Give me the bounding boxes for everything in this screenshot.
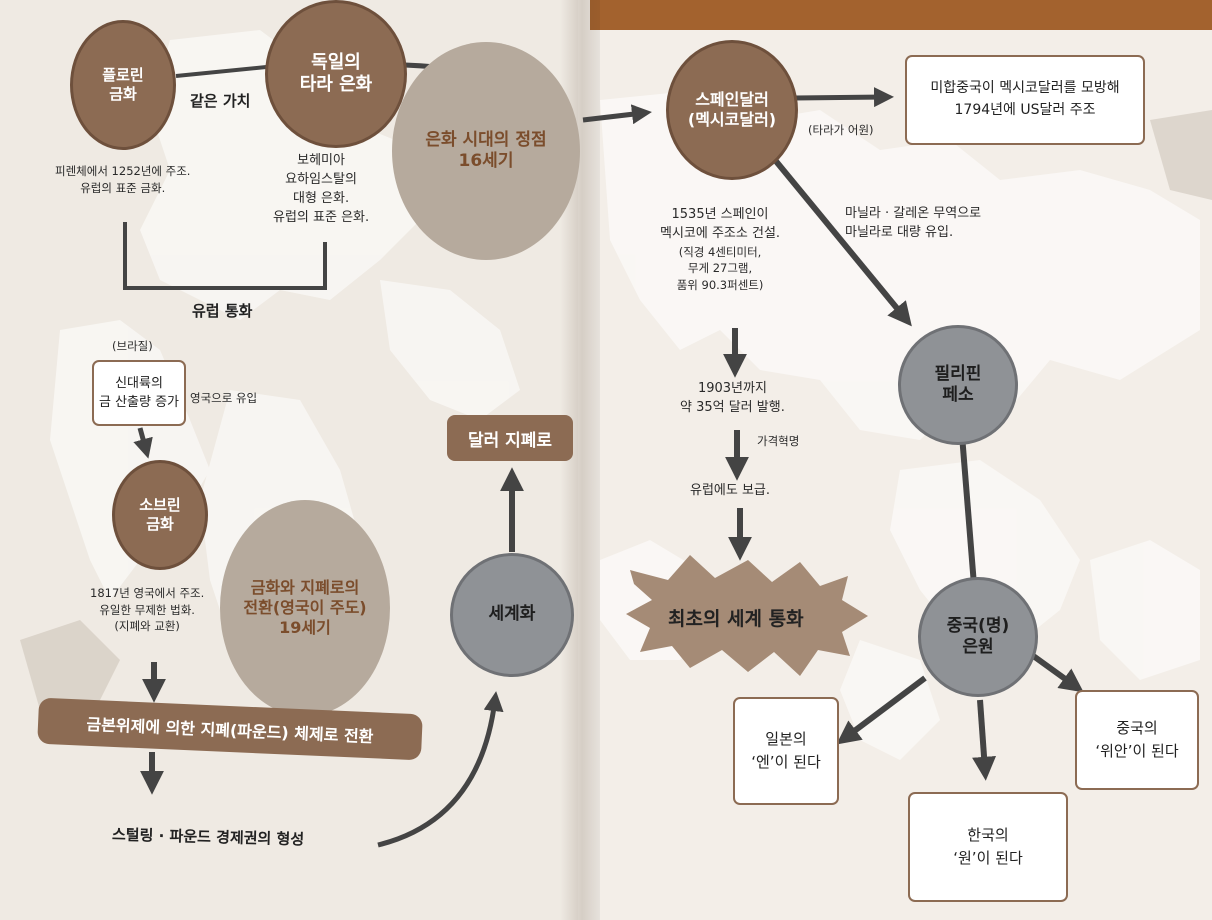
sovereign-line2: 금화 [146,515,174,533]
silver-peak-line2: 16세기 [458,151,514,171]
thaler-line1: 독일의 [311,51,361,73]
first-world-currency-label: 최초의 세계 통화 [668,608,804,630]
thaler-note-line4: 유럽의 표준 은화. [273,209,370,225]
philippines-line1: 필리핀 [934,363,982,384]
mint-note-line4: 무게 27그램, [687,261,753,276]
sovereign-note: 1817년 영국에서 주조. 유일한 무제한 법화. (지폐와 교환) [90,585,204,635]
arrow-to-spanish-dollar [582,104,652,125]
us-box-line1: 미합중국이 멕시코달러를 모방해 [930,80,1120,97]
florin-note: 피렌체에서 1252년에 주조. 유럽의 표준 금화. [55,163,190,196]
florin-line1: 플로린 [102,66,144,85]
manila-note-line1: 마닐라 · 갈레온 무역으로 [845,206,982,221]
connector-same-value [175,64,277,78]
sovereign-note-line2: 유일한 무제한 법화. [99,602,195,617]
china-box-line2: ‘위안’이 된다 [1095,742,1179,760]
to-england-label: 영국으로 유입 [190,391,258,405]
mint-note-line3: (직경 4센티미터, [678,244,762,259]
spanish-dollar-line2: (멕시코달러) [687,110,777,129]
japan-box-line1: 일본의 [765,729,807,748]
gold-paper-line3: 19세기 [279,618,331,637]
background-map-dark [20,110,1212,720]
issued-note-line1: 1903년까지 [697,381,767,396]
gold-paper-line1: 금화와 지폐로의 [250,578,360,597]
arrow-newworld-sovereign [133,427,153,459]
arrow-to-china-yuan [1030,652,1084,693]
bracket-europe [123,222,327,290]
thaler-note-line2: 요하임스탈의 [285,171,357,187]
us-box-line2: 1794년에 US달러 주조 [954,102,1096,118]
sovereign-note-line1: 1817년 영국에서 주조. [90,586,205,600]
korea-box-line1: 한국의 [967,825,1009,844]
gold-paper-line2: 전환(영국이 주도) [243,598,367,617]
gold-standard-banner-text: 금본위제에 의한 지폐(파운드) 체제로 전환 [86,714,374,747]
manila-note-line2: 마닐라로 대량 유입. [845,224,954,240]
china-line1: 중국(명) [946,615,1010,636]
thaler-note: 보헤미아 요하임스탈의 대형 은화. 유럽의 표준 은화. [273,152,369,227]
china-line2: 은원 [962,637,994,657]
thaler-line2: 타라 은화 [299,74,373,95]
arrow-to-us-dollar [794,87,894,108]
arrow-sterling-globalization [377,691,504,848]
issued-note-line2: 약 35억 달러 발행. [680,399,785,415]
price-revolution-label: 가격혁명 [757,434,800,448]
line-philippines-china [959,434,977,586]
brazil-label: (브라질) [112,339,153,353]
arrow-to-philippines [772,158,912,327]
first-world-currency-burst [626,555,868,676]
arrow-to-korea [972,699,997,781]
manila-note: 마닐라 · 갈레온 무역으로 마닐라로 대량 유입. [845,205,981,243]
globalization-circle: 세계화 [450,553,574,677]
arrow-to-japan [836,675,927,745]
mint-note-line1: 1535년 스페인이 [671,207,769,222]
china-box-line1: 중국의 [1116,718,1158,737]
china-yuan-box: 중국의 ‘위안’이 된다 [1075,690,1199,790]
new-world-gold-line1: 신대륙의 [115,375,163,391]
mint-note-line2: 멕시코에 주조소 건설. [660,225,781,241]
mint-note: 1535년 스페인이 멕시코에 주조소 건설. (직경 4센티미터, 무게 27… [660,206,780,294]
china-silver-circle: 중국(명)은원 [918,577,1038,697]
same-value-label: 같은 가치 [190,92,251,110]
korea-box-line2: ‘원’이 된다 [953,849,1023,867]
europe-currency-label: 유럽 통화 [192,302,253,320]
spanish-dollar-line1: 스페인달러 [695,90,769,109]
spread-europe-label: 유럽에도 보급. [690,483,771,498]
dollar-note-box: 달러 지폐로 [447,415,573,461]
new-world-gold-line2: 금 산출량 증가 [98,395,180,410]
philippines-line2: 페소 [942,385,974,405]
florin-note-line2: 유럽의 표준 금화. [80,180,166,195]
thaler-note-line1: 보헤미아 [297,153,345,168]
issued-note: 1903년까지 약 35억 달러 발행. [680,380,785,418]
florin-note-line1: 피렌체에서 1252년에 주조. [55,164,191,178]
taler-origin-label: (타라가 어원) [808,123,874,137]
spanish-dollar-coin: 스페인달러(멕시코달러) [666,40,798,180]
sovereign-line1: 소브린 [139,496,181,515]
us-dollar-box: 미합중국이 멕시코달러를 모방해 1794년에 US달러 주조 [905,55,1145,145]
korea-won-box: 한국의 ‘원’이 된다 [908,792,1068,902]
top-band [590,0,1212,30]
sovereign-note-line3: (지폐와 교환) [114,619,180,634]
japan-box-line2: ‘엔’이 된다 [751,753,821,771]
globalization-text: 세계화 [488,604,536,625]
florin-line2: 금화 [109,85,137,103]
thaler-note-line3: 대형 은화. [293,190,350,206]
silver-peak-line1: 은화 시대의 정점 [425,129,547,150]
japan-yen-box: 일본의 ‘엔’이 된다 [733,697,839,805]
dollar-note-text: 달러 지폐로 [467,430,553,451]
mint-note-line5: 품위 90.3퍼센트) [676,278,764,293]
